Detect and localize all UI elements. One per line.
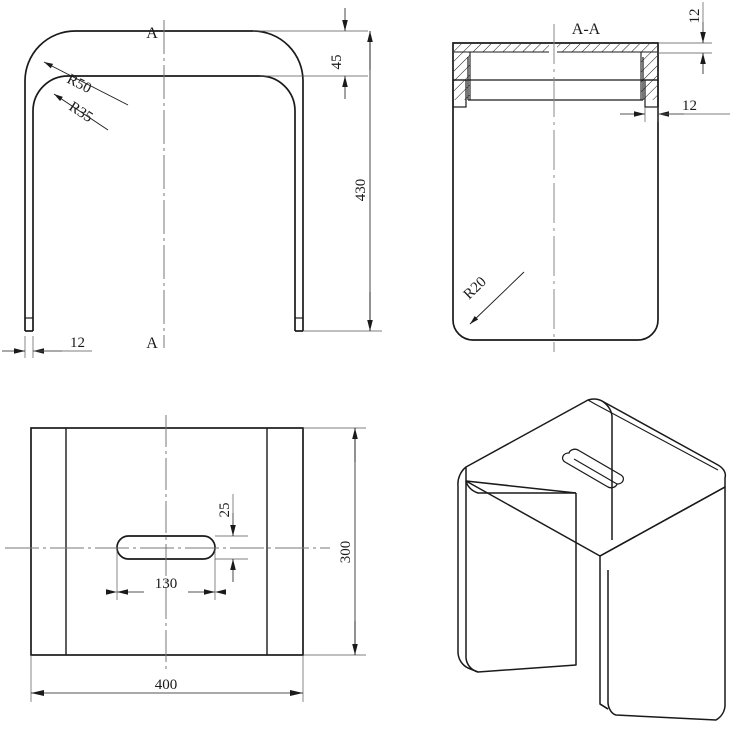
view-plan: 130 25 300: [5, 415, 366, 702]
iso-left-panel: [465, 481, 577, 673]
view-isometric: [457, 398, 727, 721]
front-section-mark-bottom: A: [146, 335, 158, 352]
section-radius-r20-label: R20: [461, 274, 490, 303]
front-dim-430: [303, 31, 382, 332]
section-left-pocket: [452, 79, 467, 108]
iso-front-panel-bottom: [599, 556, 609, 710]
plan-dim-400-label: 400: [155, 677, 178, 693]
plan-outline: [30, 427, 304, 656]
plan-dim-25-label: 25: [217, 503, 233, 518]
iso-seat-slot-inner: [573, 458, 618, 485]
front-dim-45: [253, 8, 368, 99]
iso-top-right-fold: [601, 400, 613, 540]
section-dim-12-vertical-label: 12: [687, 9, 703, 24]
plan-dim-130: [106, 548, 226, 600]
front-dim-12: [2, 336, 92, 358]
plan-dim-130-label: 130: [155, 576, 178, 592]
front-radius-r35-label: R35: [66, 99, 96, 126]
front-radius-r50-label: R50: [64, 71, 94, 97]
section-hatched-top-plate: [454, 44, 657, 100]
section-outer-profile: [452, 42, 659, 341]
iso-top-face: [465, 398, 727, 557]
iso-front-panel-bottom-cap: [599, 703, 609, 710]
plan-dim-25: [215, 494, 248, 582]
section-radius-r20-leader: [469, 271, 525, 325]
iso-inner-fold-left: [465, 480, 577, 494]
section-title: A-A: [572, 21, 601, 38]
plan-dim-300: [303, 427, 366, 656]
section-dim-12-horizontal: [620, 107, 730, 122]
plan-dim-300-label: 300: [338, 541, 354, 564]
plan-dim-400: [30, 655, 304, 702]
iso-left-panel-outer-edge: [457, 466, 479, 673]
front-dim-430-label: 430: [353, 179, 369, 202]
section-dim-12-horizontal-label: 12: [682, 98, 697, 114]
front-radius-r50-leader: [43, 61, 129, 106]
front-radius-r35-leader: [53, 93, 109, 131]
iso-back-edge-highlight: [587, 399, 719, 471]
section-dim-12-vertical: [658, 2, 712, 74]
section-right-pocket: [644, 79, 659, 108]
iso-front-panel: [599, 486, 726, 721]
view-section-aa: A-A R20 12 12: [452, 2, 730, 352]
view-front: R50 R35 A A 45: [2, 8, 382, 358]
front-dim-12-label: 12: [70, 335, 85, 351]
iso-underside-curve: [465, 480, 576, 494]
front-dim-45-label: 45: [329, 55, 345, 70]
front-section-mark-top: A: [146, 25, 158, 42]
